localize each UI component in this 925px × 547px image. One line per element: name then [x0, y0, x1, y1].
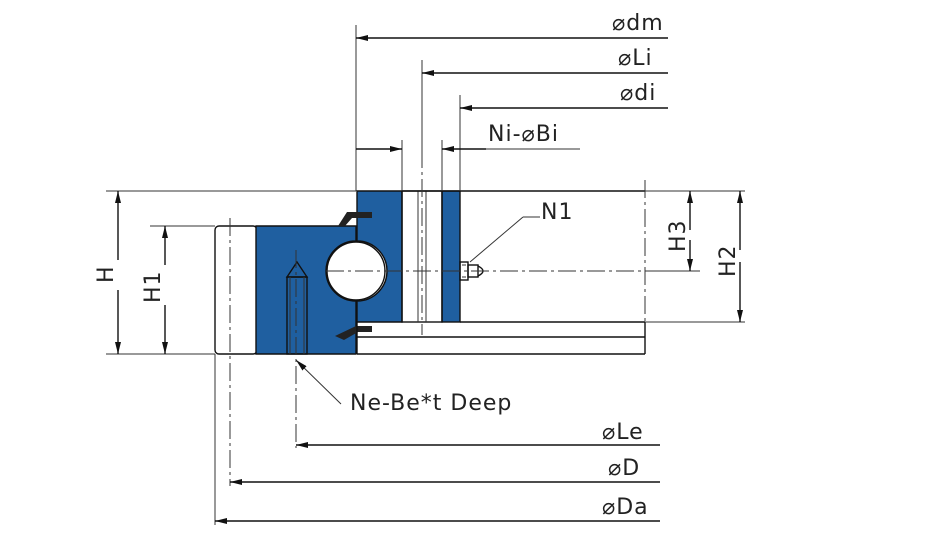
right-dimensions [645, 190, 745, 323]
outer-ring-section [255, 225, 357, 355]
di-label: ⌀di [620, 81, 656, 106]
leaders [295, 216, 540, 405]
h2-label: H2 [716, 244, 741, 277]
lower-seal [335, 326, 372, 340]
upper-seal [338, 212, 372, 226]
top-dimensions [355, 25, 668, 191]
li-label: ⌀Li [618, 46, 653, 71]
ne-be-label: Ne-Be*t Deep [350, 391, 512, 416]
center-lines [229, 150, 680, 486]
inner-ring-section [356, 190, 403, 323]
bottom-dimensions [214, 354, 660, 525]
d-label: ⌀D [608, 456, 640, 481]
bearing-cross-section [214, 190, 646, 355]
n1-label: N1 [541, 200, 573, 225]
ni-bi-label: Ni-⌀Bi [488, 122, 559, 147]
da-label: ⌀Da [602, 495, 649, 520]
outer-ring-flange [214, 225, 258, 355]
left-dimensions [106, 190, 356, 355]
inner-ring-bore-band [441, 190, 461, 323]
le-label: ⌀Le [602, 420, 644, 445]
h-label: H [94, 265, 119, 283]
h3-label: H3 [666, 219, 691, 252]
h1-label: H1 [141, 270, 166, 303]
dm-label: ⌀dm [612, 11, 664, 36]
